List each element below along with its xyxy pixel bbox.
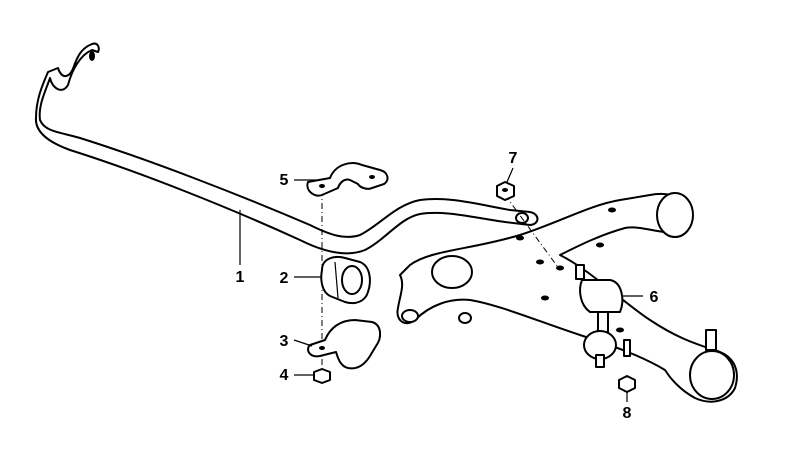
rubber-mount bbox=[320, 255, 371, 305]
label-part-2: 2 bbox=[280, 270, 289, 287]
nut-8 bbox=[618, 339, 636, 393]
label-part-8: 8 bbox=[623, 405, 632, 422]
control-arm bbox=[396, 192, 738, 403]
stabilizer-link bbox=[575, 264, 624, 368]
label-part-5: 5 bbox=[280, 172, 289, 189]
nut-4 bbox=[313, 368, 331, 384]
leader-lines bbox=[239, 167, 643, 402]
label-part-4: 4 bbox=[280, 367, 289, 384]
bracket-lower bbox=[307, 319, 382, 370]
label-part-3: 3 bbox=[280, 333, 289, 350]
stabilizer-bar bbox=[34, 42, 539, 255]
assembly-axis-line-link bbox=[504, 194, 561, 271]
label-part-1: 1 bbox=[236, 269, 245, 286]
label-part-6: 6 bbox=[650, 289, 659, 306]
label-part-7: 7 bbox=[509, 150, 518, 167]
nut-7 bbox=[496, 181, 515, 201]
bracket-upper bbox=[306, 162, 389, 197]
